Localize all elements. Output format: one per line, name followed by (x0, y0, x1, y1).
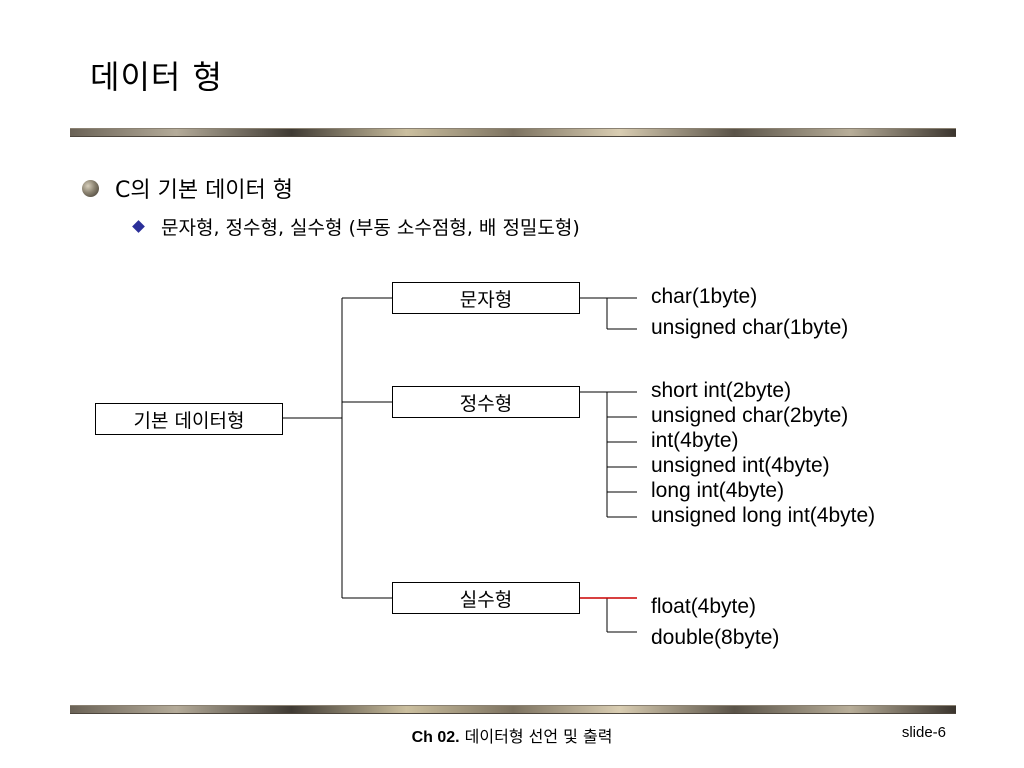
bullet-level1: C의 기본 데이터 형 (82, 172, 293, 204)
group-node-int: 정수형 (392, 386, 580, 418)
leaf-item: unsigned long int(4byte) (651, 504, 876, 527)
bottom-divider (70, 705, 956, 714)
top-divider (70, 128, 956, 137)
leaf-item: unsigned int(4byte) (651, 454, 830, 477)
footer-chapter-number: Ch 02. (411, 729, 460, 746)
root-node: 기본 데이터형 (95, 403, 283, 435)
bullet-level1-text: C의 기본 데이터 형 (115, 178, 294, 203)
bullet-level2: 문자형, 정수형, 실수형 (부동 소수점형, 배 정밀도형) (130, 213, 580, 240)
leaf-item: unsigned char(2byte) (651, 404, 849, 427)
group-node-char: 문자형 (392, 282, 580, 314)
footer-chapter-title: 데이터형 선언 및 출력 (464, 727, 613, 746)
leaf-item: char(1byte) (651, 285, 758, 308)
bullet-level2-text: 문자형, 정수형, 실수형 (부동 소수점형, 배 정밀도형) (161, 217, 580, 239)
leaf-item: long int(4byte) (651, 479, 785, 502)
footer-chapter: Ch 02. 데이터형 선언 및 출력 (0, 723, 1024, 747)
leaf-item: unsigned char(1byte) (651, 316, 849, 339)
sphere-bullet-icon (82, 179, 99, 197)
leaf-item: short int(2byte) (651, 379, 792, 402)
group-node-float: 실수형 (392, 582, 580, 614)
leaf-item: double(8byte) (651, 626, 780, 649)
slide-number: slide-6 (901, 724, 946, 741)
slide-title: 데이터 형 (90, 58, 223, 96)
leaf-item: int(4byte) (651, 429, 739, 452)
leaf-item: float(4byte) (651, 595, 757, 618)
